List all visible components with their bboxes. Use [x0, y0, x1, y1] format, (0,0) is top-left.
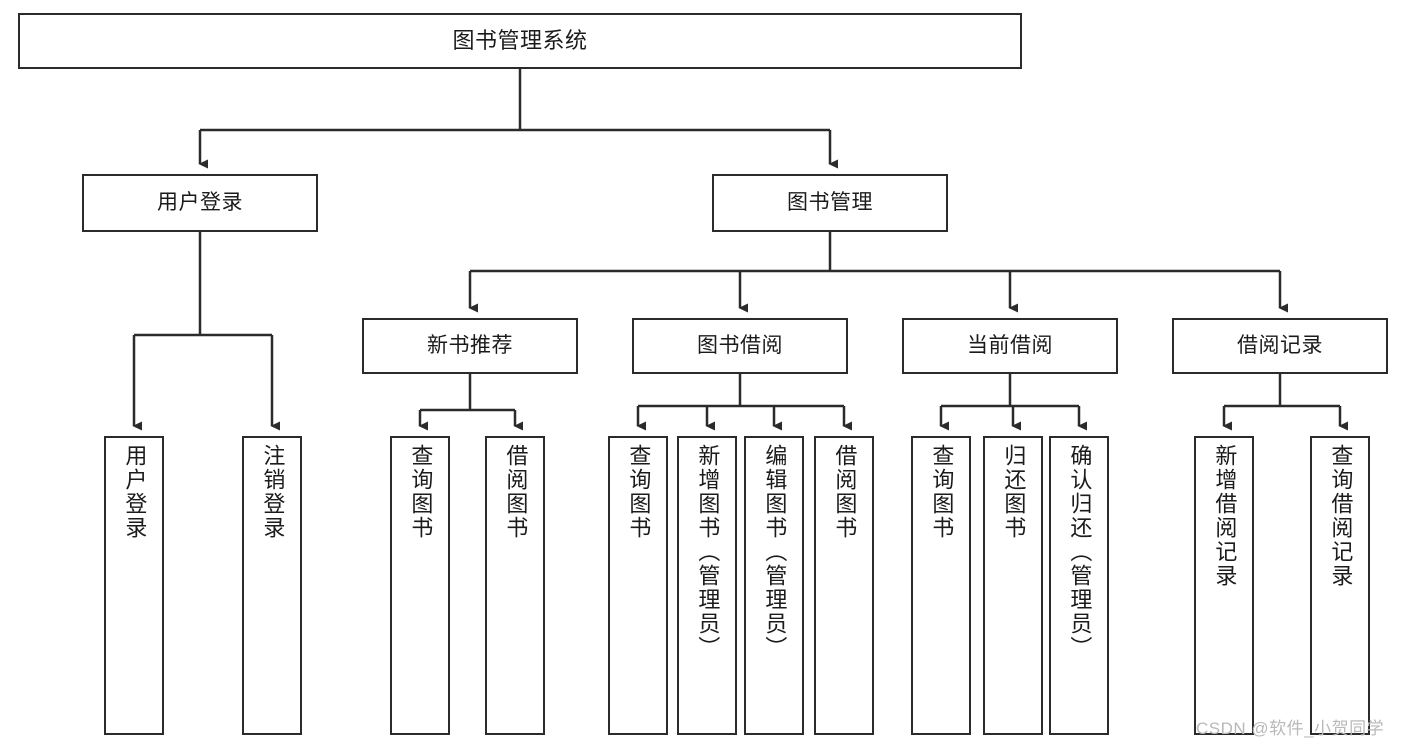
watermark-text: CSDN @软件_小贺同学 [1196, 719, 1385, 738]
node-label: 注销登录 [260, 444, 286, 540]
node-leaf-brw-add[interactable]: 新增图书（管理员） [677, 436, 737, 735]
node-leaf-user-logout[interactable]: 注销登录 [242, 436, 302, 735]
node-label: 当前借阅 [967, 333, 1053, 357]
node-leaf-rec-query[interactable]: 查询图书 [390, 436, 450, 735]
node-label: 查询图书 [626, 444, 652, 540]
node-user-login[interactable]: 用户登录 [82, 174, 318, 232]
node-current-borrow[interactable]: 当前借阅 [902, 318, 1118, 374]
node-leaf-cur-confirm[interactable]: 确认归还（管理员） [1049, 436, 1109, 735]
node-label: 借阅记录 [1237, 333, 1323, 357]
node-label: 编辑图书（管理员） [762, 444, 788, 660]
node-label: 查询借阅记录 [1328, 444, 1354, 588]
node-label: 借阅图书 [832, 444, 858, 540]
node-label: 借阅图书 [503, 444, 529, 540]
node-label: 新增借阅记录 [1212, 444, 1238, 588]
node-leaf-brw-borrow[interactable]: 借阅图书 [814, 436, 874, 735]
node-leaf-rcd-query[interactable]: 查询借阅记录 [1310, 436, 1370, 735]
node-book-manage[interactable]: 图书管理 [712, 174, 948, 232]
node-label: 确认归还（管理员） [1067, 444, 1093, 660]
node-leaf-cur-return[interactable]: 归还图书 [983, 436, 1043, 735]
node-label: 图书借阅 [697, 333, 783, 357]
node-label: 用户登录 [157, 190, 243, 214]
node-new-book-rec[interactable]: 新书推荐 [362, 318, 578, 374]
node-label: 查询图书 [408, 444, 434, 540]
node-label: 新书推荐 [427, 333, 513, 357]
node-leaf-brw-edit[interactable]: 编辑图书（管理员） [744, 436, 804, 735]
node-leaf-rcd-add[interactable]: 新增借阅记录 [1194, 436, 1254, 735]
node-leaf-user-login[interactable]: 用户登录 [104, 436, 164, 735]
node-leaf-cur-query[interactable]: 查询图书 [911, 436, 971, 735]
node-leaf-brw-query[interactable]: 查询图书 [608, 436, 668, 735]
node-label: 归还图书 [1001, 444, 1027, 540]
node-label: 图书管理 [787, 190, 873, 214]
node-label: 查询图书 [929, 444, 955, 540]
node-label: 图书管理系统 [452, 28, 588, 54]
node-label: 用户登录 [122, 444, 148, 540]
node-book-borrow[interactable]: 图书借阅 [632, 318, 848, 374]
node-leaf-rec-borrow[interactable]: 借阅图书 [485, 436, 545, 735]
node-label: 新增图书（管理员） [695, 444, 721, 660]
node-root[interactable]: 图书管理系统 [18, 13, 1022, 69]
node-borrow-record[interactable]: 借阅记录 [1172, 318, 1388, 374]
